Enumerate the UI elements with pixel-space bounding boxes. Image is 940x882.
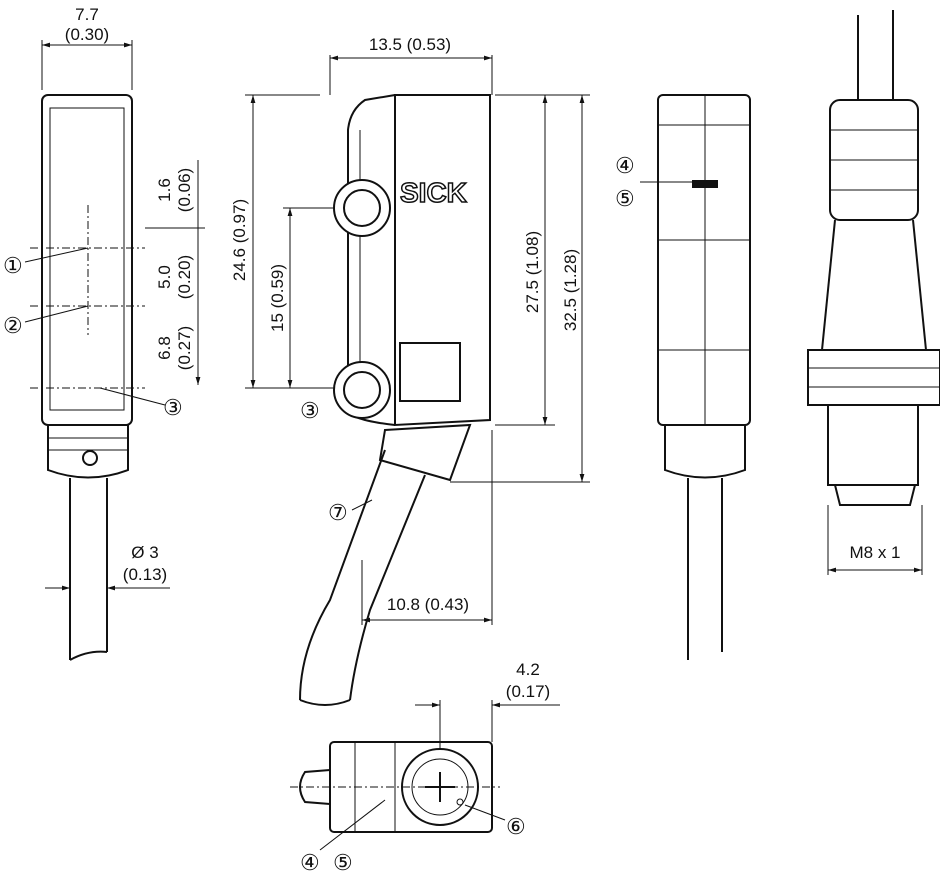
- dim-27-5: 27.5 (1.08): [523, 231, 542, 313]
- dim-15: 15 (0.59): [268, 264, 287, 332]
- callout-2: ②: [3, 313, 23, 338]
- front-view: 7.7 (0.30) 1.6 (0.06) 5.0 (0.20) 6.8 (0.…: [3, 5, 205, 661]
- dim-24-6: 24.6 (0.97): [230, 199, 249, 281]
- dim-0-20: (0.20): [175, 255, 194, 299]
- dim-4-2-in: (0.17): [506, 682, 550, 701]
- callout-1: ①: [3, 253, 23, 278]
- callout-4-back: ④: [615, 153, 635, 178]
- callout-3-side: ③: [300, 398, 320, 423]
- dim-thread: M8 x 1: [849, 543, 900, 562]
- callout-4-top: ④: [300, 850, 320, 875]
- dim-cable-mm: Ø 3: [131, 543, 158, 562]
- dim-width-mm: 7.7: [75, 5, 99, 24]
- callout-3: ③: [163, 395, 183, 420]
- connector-view: M8 x 1: [807, 10, 940, 575]
- dim-0-06: (0.06): [175, 168, 194, 212]
- dim-width-in: (0.30): [65, 25, 109, 44]
- dim-0-27: (0.27): [175, 326, 194, 370]
- dim-depth: 13.5 (0.53): [369, 35, 451, 54]
- callout-6: ⑥: [506, 814, 526, 839]
- dim-32-5: 32.5 (1.28): [561, 249, 580, 331]
- dim-4-2-mm: 4.2: [516, 660, 540, 679]
- dim-5-0: 5.0: [155, 265, 174, 289]
- dim-6-8: 6.8: [155, 336, 174, 360]
- callout-7: ⑦: [328, 500, 348, 525]
- callout-5-back: ⑤: [615, 186, 635, 211]
- top-view: 4.2 (0.17) ⑥ ④ ⑤: [290, 660, 560, 875]
- back-view: ④ ⑤: [615, 94, 751, 660]
- callout-5-top: ⑤: [333, 850, 353, 875]
- dim-1-6: 1.6: [155, 178, 174, 202]
- dim-10-8: 10.8 (0.43): [387, 595, 469, 614]
- sick-logo: SICK: [400, 177, 467, 208]
- side-view: SICK 13.5 (0.53) 24.6 (0.97) 15 (0.59) 2…: [230, 35, 590, 706]
- dim-cable-in: (0.13): [123, 565, 167, 584]
